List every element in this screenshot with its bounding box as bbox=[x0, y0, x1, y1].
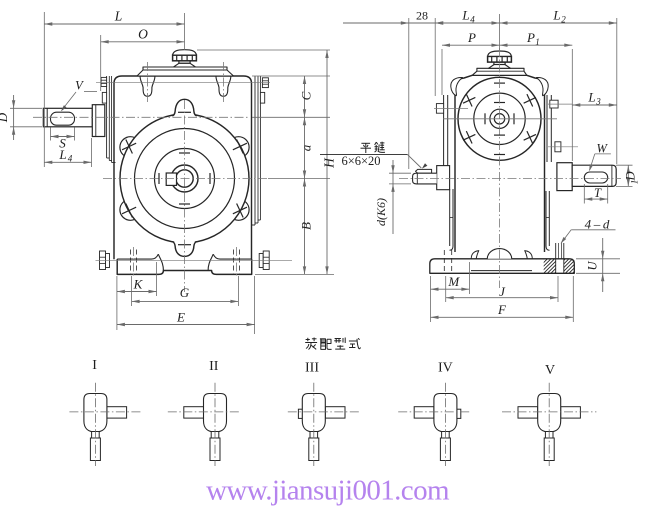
svg-text:4 – d: 4 – d bbox=[585, 217, 610, 232]
svg-text:4: 4 bbox=[470, 15, 475, 25]
svg-text:J: J bbox=[499, 284, 506, 299]
svg-text:L: L bbox=[58, 147, 66, 162]
svg-text:P: P bbox=[467, 30, 476, 45]
svg-text:a: a bbox=[299, 144, 314, 151]
svg-text:4: 4 bbox=[68, 154, 73, 164]
svg-text:K: K bbox=[133, 276, 144, 291]
svg-text:II: II bbox=[209, 359, 219, 374]
svg-text:C: C bbox=[299, 91, 314, 100]
svg-text:1: 1 bbox=[535, 37, 540, 47]
svg-text:1: 1 bbox=[629, 180, 639, 185]
svg-text:IV: IV bbox=[438, 361, 453, 376]
svg-text:G: G bbox=[180, 285, 190, 300]
svg-text:3: 3 bbox=[595, 97, 601, 107]
svg-text:V: V bbox=[545, 363, 555, 378]
svg-text:28: 28 bbox=[416, 9, 428, 23]
svg-text:d(K6): d(K6) bbox=[374, 198, 388, 226]
svg-text:E: E bbox=[176, 309, 185, 324]
svg-text:III: III bbox=[305, 361, 319, 376]
svg-text:L: L bbox=[114, 9, 123, 24]
svg-text:I: I bbox=[92, 358, 97, 373]
svg-text:B: B bbox=[299, 222, 314, 230]
svg-text:P: P bbox=[526, 30, 535, 45]
svg-text:L: L bbox=[461, 8, 469, 23]
svg-text:O: O bbox=[138, 26, 148, 41]
svg-text:H: H bbox=[322, 157, 337, 169]
svg-text:L: L bbox=[587, 90, 595, 105]
svg-text:F: F bbox=[497, 302, 507, 317]
svg-text:U: U bbox=[586, 261, 600, 271]
svg-text:2: 2 bbox=[561, 15, 566, 25]
svg-text:D: D bbox=[0, 112, 10, 123]
svg-text:W: W bbox=[596, 141, 608, 155]
svg-text:V: V bbox=[75, 79, 84, 93]
svg-text:www.jiansuji001.com: www.jiansuji001.com bbox=[206, 475, 450, 507]
svg-text:T: T bbox=[594, 186, 602, 200]
svg-text:D: D bbox=[624, 171, 638, 181]
svg-text:L: L bbox=[552, 8, 560, 23]
svg-text:6×6×20: 6×6×20 bbox=[341, 154, 380, 168]
svg-text:S: S bbox=[59, 136, 66, 151]
svg-text:M: M bbox=[447, 274, 460, 289]
